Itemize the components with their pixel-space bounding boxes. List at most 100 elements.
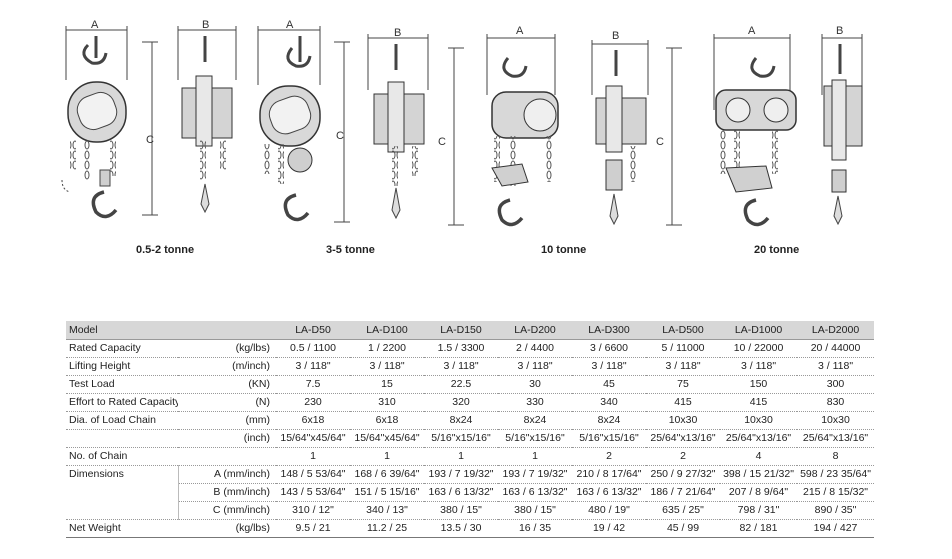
table-cell: 230 bbox=[276, 393, 351, 412]
table-cell: 398 / 15 21/32" bbox=[720, 465, 798, 484]
table-cell: 340 / 13" bbox=[350, 501, 425, 520]
dim-c-label: C bbox=[146, 134, 154, 146]
spec-table: Model LA-D50 LA-D100 LA-D150 LA-D200 LA-… bbox=[66, 321, 875, 538]
table-cell: 415 bbox=[646, 393, 721, 412]
table-cell: 890 / 35" bbox=[797, 501, 875, 520]
table-cell: 8x24 bbox=[498, 411, 573, 430]
caption-10-tonne: 10 tonne bbox=[541, 244, 587, 256]
table-cell: 151 / 5 15/16" bbox=[350, 483, 425, 502]
row-label: Net Weight bbox=[66, 519, 178, 538]
hoist-drawings: A B C A B C A B C A B C 0.5-2 tonne 3-5 … bbox=[0, 0, 952, 260]
table-cell: 163 / 6 13/32" bbox=[572, 483, 647, 502]
table-cell: 310 / 12" bbox=[276, 501, 351, 520]
dimension-unit: C (mm/inch) bbox=[177, 501, 277, 520]
table-cell: 9.5 / 21 bbox=[276, 519, 351, 538]
table-cell: 2 / 4400 bbox=[498, 339, 573, 358]
table-cell: 5 / 11000 bbox=[646, 339, 721, 358]
table-cell: 10x30 bbox=[646, 411, 721, 430]
table-cell: 8x24 bbox=[572, 411, 647, 430]
table-cell: 415 bbox=[720, 393, 798, 412]
table-cell: 22.5 bbox=[424, 375, 499, 394]
header-la-d100: LA-D100 bbox=[350, 321, 425, 340]
table-cell: 3 / 118" bbox=[350, 357, 425, 376]
table-cell: 186 / 7 21/64" bbox=[646, 483, 721, 502]
table-cell: 3 / 6600 bbox=[572, 339, 647, 358]
table-row: (inch)15/64"x45/64"15/64"x45/64"5/16"x15… bbox=[66, 429, 875, 448]
table-cell: 10x30 bbox=[797, 411, 875, 430]
dim-b-label: B bbox=[612, 30, 620, 42]
table-cell: 150 bbox=[720, 375, 798, 394]
header-la-d1000: LA-D1000 bbox=[720, 321, 798, 340]
hoist-front-10t bbox=[448, 34, 559, 227]
table-cell: 1 bbox=[424, 447, 499, 466]
table-cell: 8x24 bbox=[424, 411, 499, 430]
table-cell: 25/64"x13/16" bbox=[720, 429, 798, 448]
table-cell: 25/64"x13/16" bbox=[646, 429, 721, 448]
table-cell: 16 / 35 bbox=[498, 519, 573, 538]
dim-c-label: C bbox=[336, 130, 344, 142]
row-label: No. of Chain bbox=[66, 447, 178, 466]
dimensions-label: Dimensions bbox=[66, 465, 178, 520]
table-cell: 1 bbox=[498, 447, 573, 466]
dimension-unit: B (mm/inch) bbox=[177, 483, 277, 502]
header-la-d300: LA-D300 bbox=[572, 321, 647, 340]
table-cell: 11.2 / 25 bbox=[350, 519, 425, 538]
hoist-side-small bbox=[177, 26, 237, 214]
header-la-d50: LA-D50 bbox=[276, 321, 351, 340]
table-cell: 3 / 118" bbox=[424, 357, 499, 376]
hoist-side-medium bbox=[367, 34, 429, 220]
table-cell: 193 / 7 19/32" bbox=[498, 465, 573, 484]
table-cell: 0.5 / 1100 bbox=[276, 339, 351, 358]
row-label: Effort to Rated Capacity bbox=[66, 393, 178, 412]
row-unit: (N) bbox=[178, 393, 277, 412]
dim-a-label: A bbox=[91, 19, 99, 31]
table-cell: 5/16"x15/16" bbox=[572, 429, 647, 448]
table-cell: 1.5 / 3300 bbox=[424, 339, 499, 358]
table-cell: 598 / 23 35/64" bbox=[797, 465, 875, 484]
caption-20-tonne: 20 tonne bbox=[754, 244, 800, 256]
header-model: Model bbox=[66, 321, 277, 340]
table-cell: 15/64"x45/64" bbox=[350, 429, 425, 448]
table-cell: 30 bbox=[498, 375, 573, 394]
table-row: B (mm/inch)143 / 5 53/64"151 / 5 15/16" 1… bbox=[66, 483, 875, 502]
row-label: Rated Capacity bbox=[66, 339, 178, 358]
table-cell: 45 / 99 bbox=[646, 519, 721, 538]
table-cell: 20 / 44000 bbox=[797, 339, 875, 358]
table-cell: 2 bbox=[572, 447, 647, 466]
table-cell: 300 bbox=[797, 375, 875, 394]
dim-b-label: B bbox=[202, 19, 210, 31]
table-cell: 13.5 / 30 bbox=[424, 519, 499, 538]
caption-3-5-tonne: 3-5 tonne bbox=[326, 244, 375, 256]
table-cell: 2 bbox=[646, 447, 721, 466]
caption-0-5-2-tonne: 0.5-2 tonne bbox=[136, 244, 195, 256]
table-cell: 207 / 8 9/64" bbox=[720, 483, 798, 502]
row-unit: (inch) bbox=[178, 429, 277, 448]
table-cell: 82 / 181 bbox=[720, 519, 798, 538]
table-cell: 10x30 bbox=[720, 411, 798, 430]
table-cell: 75 bbox=[646, 375, 721, 394]
dim-a-label: A bbox=[748, 25, 756, 37]
row-unit: (kg/lbs) bbox=[178, 519, 277, 538]
row-unit: (kg/lbs) bbox=[178, 339, 277, 358]
table-cell: 7.5 bbox=[276, 375, 351, 394]
dimension-unit: A (mm/inch) bbox=[177, 465, 277, 484]
table-cell: 8 bbox=[797, 447, 875, 466]
row-label: Test Load bbox=[66, 375, 178, 394]
hoist-drawings-svg bbox=[61, 26, 863, 227]
table-cell: 380 / 15" bbox=[498, 501, 573, 520]
table-cell: 6x18 bbox=[276, 411, 351, 430]
table-cell: 215 / 8 15/32" bbox=[797, 483, 875, 502]
row-label: Dia. of Load Chain bbox=[66, 411, 178, 430]
table-cell: 1 / 2200 bbox=[350, 339, 425, 358]
table-cell: 3 / 118" bbox=[276, 357, 351, 376]
table-cell: 45 bbox=[572, 375, 647, 394]
header-la-d200: LA-D200 bbox=[498, 321, 573, 340]
table-cell: 143 / 5 53/64" bbox=[276, 483, 351, 502]
hoist-front-20t bbox=[666, 34, 797, 227]
